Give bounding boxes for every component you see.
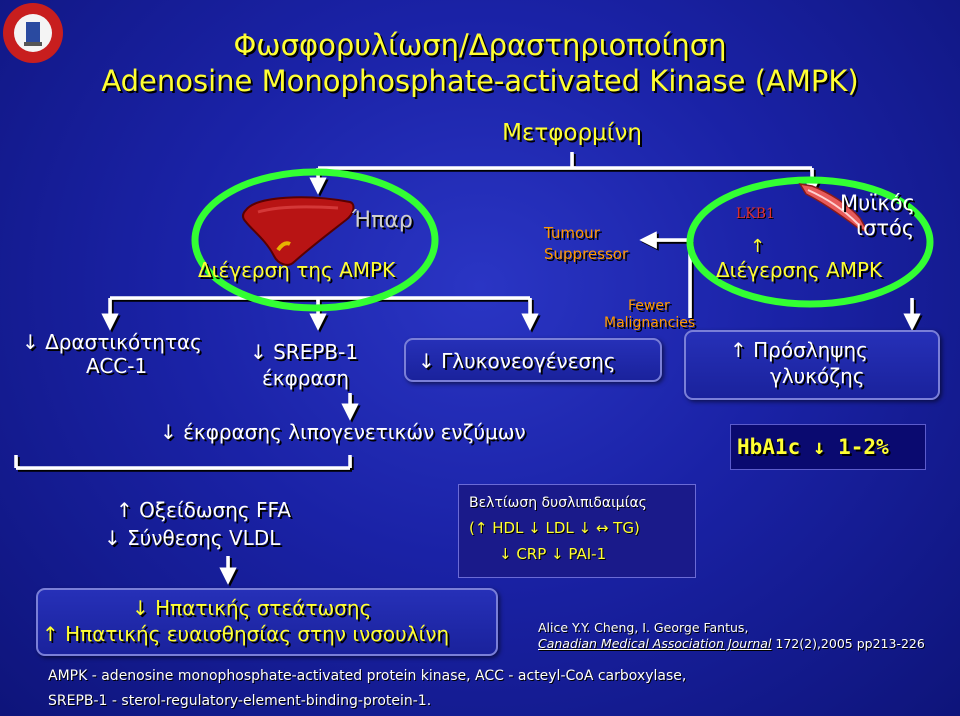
muscle-label-line1: Μυϊκός <box>840 191 915 215</box>
tumour-suppressor-line1: Tumour <box>544 224 600 242</box>
gluconeogenesis-label: ↓ Γλυκονεογένεσης <box>418 349 616 373</box>
lipogenic-enzymes-label: ↓ έκφρασης λιπογενετικών ενζύμων <box>160 420 526 444</box>
ffa-oxidation-label: ↑ Οξείδωσης FFA <box>116 498 291 522</box>
dyslipidemia-box: Βελτίωση δυσλιπιδαιμίας (↑ HDL ↓ LDL ↓ ↔… <box>458 484 696 578</box>
liver-icon <box>238 192 358 270</box>
footnote-line2: SREPB-1 - sterol-regulatory-element-bind… <box>48 693 432 709</box>
liver-label: Ήπαρ <box>352 208 413 233</box>
title-line1: Φωσφορυλίωση/Δραστηριοποίηση <box>233 28 727 62</box>
muscle-highlight-ellipse <box>686 176 934 308</box>
metformin-label: Μετφορμίνη <box>502 120 642 146</box>
muscle-ampk-stimulation: Διέγερσης AMPK <box>716 258 883 282</box>
reference-journal: Canadian Medical Association Journal <box>538 636 772 651</box>
srebp1-expression-line1: ↓ SREPB-1 <box>250 340 359 364</box>
glucose-uptake-box: ↑ Πρόσληψης γλυκόζης <box>684 330 940 400</box>
fewer-malignancies-line2: Malignancies <box>604 315 696 331</box>
glucose-uptake-line2: γλυκόζης <box>770 364 865 388</box>
glucose-uptake-line1: ↑ Πρόσληψης <box>730 338 868 362</box>
lkb1-up-arrow: ↑ <box>750 236 766 257</box>
hba1c-label: HbA1c ↓ 1-2% <box>737 435 889 459</box>
muscle-icon <box>798 180 870 236</box>
acc1-activity-line2: ACC-1 <box>86 354 148 378</box>
liver-highlight-ellipse <box>191 168 439 312</box>
reference-citation: Canadian Medical Association Journal 172… <box>538 636 925 651</box>
title-line2: Adenosine Monophosphate-activated Kinase… <box>101 64 859 98</box>
dyslipidemia-title: Βελτίωση δυσλιπιδαιμίας <box>469 495 647 511</box>
hepatic-insulin-sensitivity-label: ↑ Ηπατικής ευαισθησίας στην ινσουλίνη <box>42 622 450 646</box>
hba1c-box: HbA1c ↓ 1-2% <box>730 424 926 470</box>
hepatic-outcomes-box: ↓ Ηπατικής στεάτωσης ↑ Ηπατικής ευαισθησ… <box>36 588 498 656</box>
liver-ampk-stimulation: Διέγερση της AMPK <box>198 258 396 282</box>
dyslipidemia-crp-pai: ↓ CRP ↓ PAI-1 <box>499 545 607 563</box>
lkb1-label: LKB1 <box>736 206 775 222</box>
acc1-activity-line1: ↓ Δραστικότητας <box>22 330 202 354</box>
university-logo <box>2 2 64 64</box>
reference-volume-pages: 172(2),2005 pp213-226 <box>775 636 925 651</box>
footnote-line1: AMPK - adenosine monophosphate-activated… <box>48 668 687 684</box>
srebp1-expression-line2: έκφραση <box>262 366 350 390</box>
vldl-synthesis-label: ↓ Σύνθεσης VLDL <box>104 526 281 550</box>
tumour-suppressor-line2: Suppressor <box>544 245 629 263</box>
gluconeogenesis-box: ↓ Γλυκονεογένεσης <box>404 338 662 382</box>
hepatic-steatosis-label: ↓ Ηπατικής στεάτωσης <box>132 596 372 620</box>
muscle-label-line2: ιστός <box>856 216 915 240</box>
fewer-malignancies-line1: Fewer <box>628 298 670 314</box>
dyslipidemia-lipids: (↑ HDL ↓ LDL ↓ ↔ TG) <box>469 519 640 537</box>
reference-authors: Alice Y.Y. Cheng, I. George Fantus, <box>538 620 749 635</box>
